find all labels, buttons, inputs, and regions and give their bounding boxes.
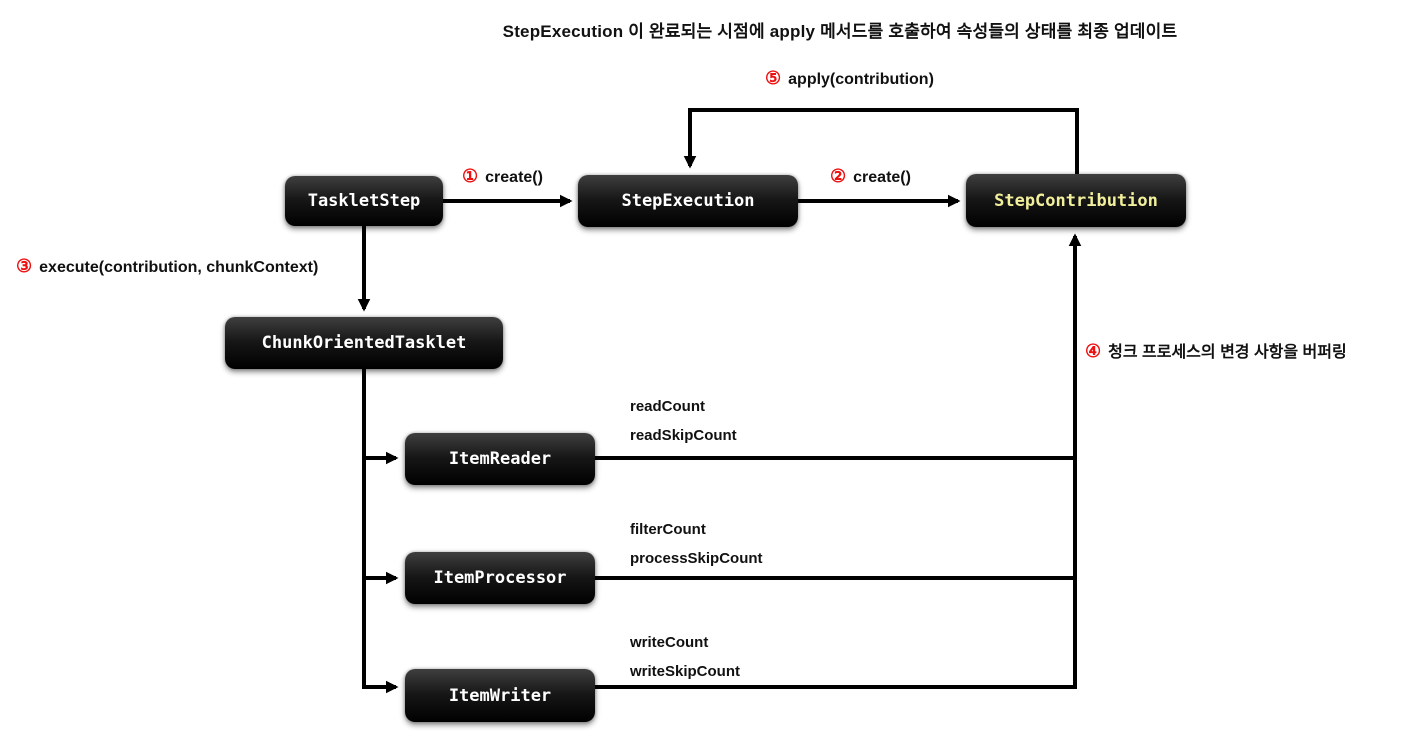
node-chunkorientedtasklet-label: ChunkOrientedTasklet xyxy=(261,333,467,353)
annotation-create-2-number: ② xyxy=(830,166,847,186)
node-stepcontribution-label: StepContribution xyxy=(994,190,1158,211)
edge-trunk-to-itemwriter xyxy=(362,369,399,694)
annotation-execute-text: execute(contribution, chunkContext) xyxy=(39,259,319,276)
label-processskipcount: processSkipCount xyxy=(630,550,763,567)
annotation-create-1: ① create() xyxy=(462,166,543,187)
label-filtercount: filterCount xyxy=(630,521,706,538)
diagram-title: StepExecution 이 완료되는 시점에 apply 메서드를 호출하여… xyxy=(502,22,1178,41)
node-stepexecution: StepExecution xyxy=(578,175,798,227)
edge-buffer-trunk xyxy=(595,233,1082,689)
node-itemwriter-label: ItemWriter xyxy=(448,685,552,706)
node-itemreader: ItemReader xyxy=(405,433,595,485)
label-writecount: writeCount xyxy=(630,634,709,651)
annotation-apply: ⑤ apply(contribution) xyxy=(765,68,934,89)
annotation-execute: ③ execute(contribution, chunkContext) xyxy=(16,256,318,277)
node-taskletstep-label: TaskletStep xyxy=(307,191,421,211)
annotation-apply-text: apply(contribution) xyxy=(788,71,934,88)
node-itemprocessor: ItemProcessor xyxy=(405,552,595,604)
node-stepcontribution: StepContribution xyxy=(966,174,1186,227)
annotation-buffering-number: ④ xyxy=(1085,341,1102,361)
label-readskipcount: readSkipCount xyxy=(630,427,737,444)
annotation-create-2-text: create() xyxy=(853,169,911,186)
edge-apply-loop xyxy=(683,108,1079,174)
label-readcount: readCount xyxy=(630,398,705,415)
node-itemprocessor-label: ItemProcessor xyxy=(433,568,567,588)
node-chunkorientedtasklet: ChunkOrientedTasklet xyxy=(225,317,503,369)
annotation-create-1-text: create() xyxy=(485,169,543,186)
annotation-create-1-number: ① xyxy=(462,166,479,186)
annotation-buffering: ④ 청크 프로세스의 변경 사항을 버퍼링 xyxy=(1085,338,1347,362)
annotation-apply-number: ⑤ xyxy=(765,68,782,88)
node-itemreader-label: ItemReader xyxy=(448,449,552,469)
annotation-buffering-text: 청크 프로세스의 변경 사항을 버퍼링 xyxy=(1108,344,1347,361)
node-stepexecution-label: StepExecution xyxy=(621,191,755,211)
node-itemwriter: ItemWriter xyxy=(405,669,595,722)
node-taskletstep: TaskletStep xyxy=(285,176,443,226)
annotation-create-2: ② create() xyxy=(830,166,911,187)
label-writeskipcount: writeSkipCount xyxy=(630,663,741,680)
annotation-execute-number: ③ xyxy=(16,256,33,276)
